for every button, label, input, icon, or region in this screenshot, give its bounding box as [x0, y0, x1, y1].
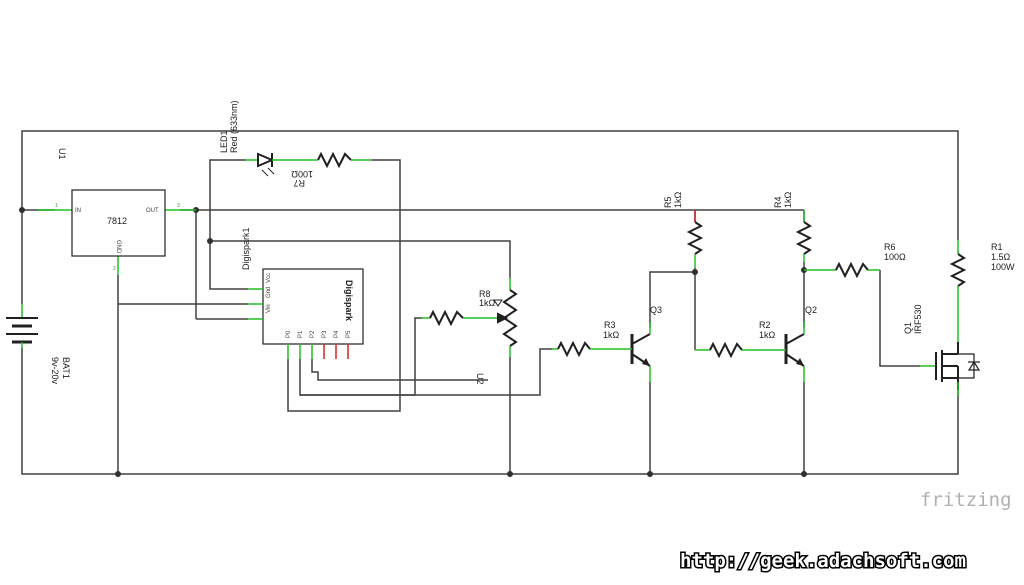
digispark1: Digispark1 Vcc Gnd Vin Digispark P0 P1 P… — [241, 227, 364, 359]
r3-value: 1kΩ — [603, 330, 620, 340]
r4-value: 1kΩ — [783, 191, 793, 208]
resistor-r5: R5 1kΩ — [663, 191, 704, 268]
r2-ref: R2 — [759, 320, 771, 330]
q3-ref: Q3 — [650, 305, 662, 315]
led1: LED1 Red (633nm) — [219, 100, 300, 177]
resistor-r6: R6 100Ω — [804, 242, 906, 279]
transistor-q2: Q2 — [776, 305, 817, 382]
digispark-p3: P3 — [322, 330, 328, 338]
regulator-pin-gnd: GND — [115, 240, 121, 254]
resistor-r3: R3 1kΩ — [552, 320, 622, 358]
potentiometer-r8: R8 1kΩ — [479, 278, 518, 357]
wires — [21, 130, 959, 475]
regulator-pin-in: IN — [75, 208, 81, 214]
fritzing-logo: fritzing — [920, 489, 1012, 511]
r1-value: 1.5Ω — [991, 252, 1011, 262]
digispark-p1: P1 — [298, 330, 304, 338]
regulator-part: 7812 — [107, 216, 127, 226]
r7-value: 100Ω — [291, 169, 313, 179]
mosfet-q1: Q1 IRF530 — [903, 304, 981, 396]
site-url: http://geek.adachsoft.com — [680, 550, 966, 572]
r3-ref: R3 — [604, 320, 616, 330]
digispark-pin-vcc: Vcc — [266, 273, 272, 283]
resistor-r3-link — [422, 309, 488, 327]
svg-text:2: 2 — [113, 266, 116, 272]
r6-ref: R6 — [884, 242, 896, 252]
q1-value: IRF530 — [913, 304, 923, 334]
r8-ref: R8 — [479, 289, 491, 299]
r8-value: 1kΩ — [479, 298, 496, 308]
r4-ref: R4 — [773, 196, 783, 208]
r2-value: 1kΩ — [759, 330, 776, 340]
transistor-q3: Q3 — [622, 305, 662, 382]
digispark-p0: P0 — [286, 330, 292, 338]
regulator-pin-out: OUT — [146, 208, 159, 214]
r1-power: 100W — [991, 262, 1015, 272]
digispark-ref: Digispark1 — [241, 227, 251, 270]
r6-value: 100Ω — [884, 252, 906, 262]
digispark-p2: P2 — [310, 330, 316, 338]
led1-value: Red (633nm) — [229, 100, 239, 153]
svg-text:1: 1 — [55, 203, 58, 209]
r5-value: 1kΩ — [673, 191, 683, 208]
led1-ref: LED1 — [219, 130, 229, 153]
resistor-r7: R7 100Ω — [291, 151, 372, 188]
u2-ref: U2 — [475, 373, 485, 385]
r1-ref: R1 — [991, 242, 1003, 252]
digispark-pin-vin: Vin — [266, 304, 272, 313]
resistor-r4: R4 1kΩ — [773, 191, 813, 262]
regulator-ref: U1 — [57, 148, 67, 160]
svg-text:3: 3 — [177, 203, 180, 209]
bat1-value: 9v-20v — [50, 357, 60, 385]
fritzing-brand: fritzing — [920, 489, 1012, 511]
bat1-ref: BAT1 — [61, 357, 71, 379]
r5-ref: R5 — [663, 196, 673, 208]
resistor-r2: R2 1kΩ — [695, 320, 776, 359]
regulator-u1: 7812 IN OUT GND 1 3 2 U1 — [38, 148, 196, 275]
battery-bat1: BAT1 9v-20v — [6, 304, 71, 385]
junctions — [19, 207, 807, 477]
digispark-pin-gnd: Gnd — [266, 287, 272, 298]
resistor-r1: R1 1.5Ω 100W — [949, 240, 1015, 342]
digispark-p4: P4 — [334, 330, 340, 338]
r7-ref: R7 — [293, 178, 305, 188]
digispark-p5: P5 — [346, 330, 352, 338]
digispark-title: Digispark — [344, 280, 354, 322]
q2-ref: Q2 — [805, 305, 817, 315]
q1-ref: Q1 — [903, 322, 913, 334]
